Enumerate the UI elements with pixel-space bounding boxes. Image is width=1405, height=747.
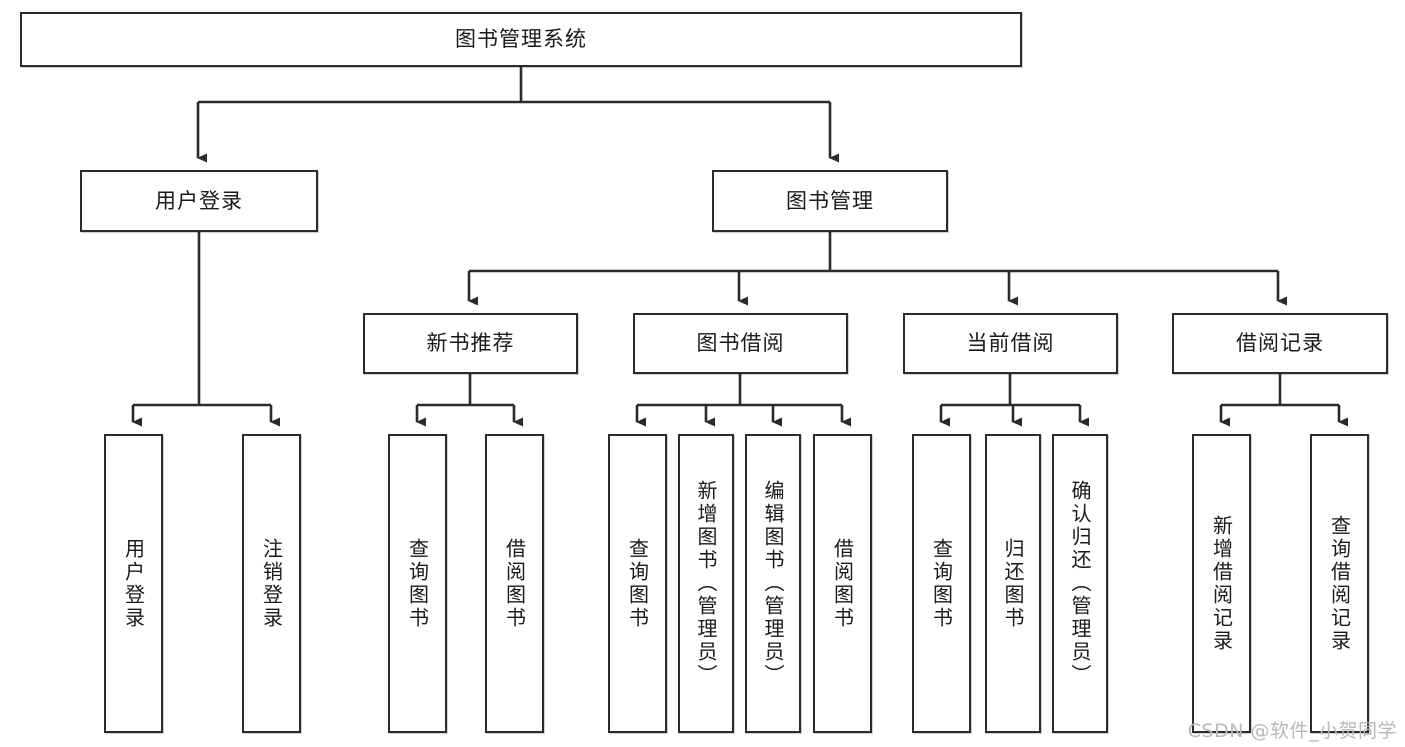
node-leaf-edit-book-admin[interactable]: 编辑图书（管理员） bbox=[745, 434, 801, 733]
node-label: 借阅图书 bbox=[830, 537, 855, 630]
node-label: 图书管理 bbox=[786, 188, 874, 213]
node-leaf-query-borrow-record[interactable]: 查询借阅记录 bbox=[1310, 434, 1369, 733]
node-leaf-user-login[interactable]: 用户登录 bbox=[104, 434, 163, 733]
node-label: 图书借阅 bbox=[696, 331, 785, 356]
node-user-login[interactable]: 用户登录 bbox=[80, 170, 318, 232]
node-label: 图书管理系统 bbox=[455, 27, 587, 52]
node-label: 确认归还（管理员） bbox=[1068, 480, 1092, 687]
node-label: 借阅记录 bbox=[1236, 331, 1324, 356]
node-label: 新增图书（管理员） bbox=[694, 480, 718, 687]
node-borrow-record[interactable]: 借阅记录 bbox=[1172, 313, 1388, 374]
node-label: 新书推荐 bbox=[426, 331, 515, 356]
node-label: 编辑图书（管理员） bbox=[761, 480, 785, 687]
node-label: 查询借阅记录 bbox=[1327, 514, 1352, 653]
node-leaf-return-book[interactable]: 归还图书 bbox=[985, 434, 1041, 733]
node-book-manage[interactable]: 图书管理 bbox=[712, 170, 948, 232]
node-label: 新增借阅记录 bbox=[1209, 514, 1234, 653]
node-leaf-borrow-book-1[interactable]: 借阅图书 bbox=[485, 434, 544, 733]
node-leaf-query-book-2[interactable]: 查询图书 bbox=[608, 434, 667, 733]
node-new-book-recommend[interactable]: 新书推荐 bbox=[363, 313, 578, 374]
node-leaf-add-book-admin[interactable]: 新增图书（管理员） bbox=[678, 434, 734, 733]
node-label: 借阅图书 bbox=[502, 537, 527, 630]
watermark-text: CSDN @软件_小贺同学 bbox=[1187, 720, 1397, 742]
node-leaf-query-book-1[interactable]: 查询图书 bbox=[388, 434, 447, 733]
node-label: 当前借阅 bbox=[966, 331, 1055, 356]
node-label: 查询图书 bbox=[405, 537, 430, 630]
node-book-borrow[interactable]: 图书借阅 bbox=[633, 313, 848, 374]
node-label: 注销登录 bbox=[259, 537, 284, 630]
node-label: 归还图书 bbox=[1001, 537, 1025, 630]
node-label: 查询图书 bbox=[625, 537, 650, 630]
node-current-borrow[interactable]: 当前借阅 bbox=[903, 313, 1118, 374]
node-leaf-confirm-return-admin[interactable]: 确认归还（管理员） bbox=[1052, 434, 1108, 733]
node-leaf-borrow-book-2[interactable]: 借阅图书 bbox=[813, 434, 872, 733]
node-leaf-query-book-3[interactable]: 查询图书 bbox=[912, 434, 971, 733]
node-label: 查询图书 bbox=[929, 537, 954, 630]
node-label: 用户登录 bbox=[121, 537, 146, 630]
node-root-system[interactable]: 图书管理系统 bbox=[20, 12, 1022, 67]
node-leaf-add-borrow-record[interactable]: 新增借阅记录 bbox=[1192, 434, 1251, 733]
node-label: 用户登录 bbox=[155, 188, 243, 213]
node-leaf-logout[interactable]: 注销登录 bbox=[242, 434, 301, 733]
